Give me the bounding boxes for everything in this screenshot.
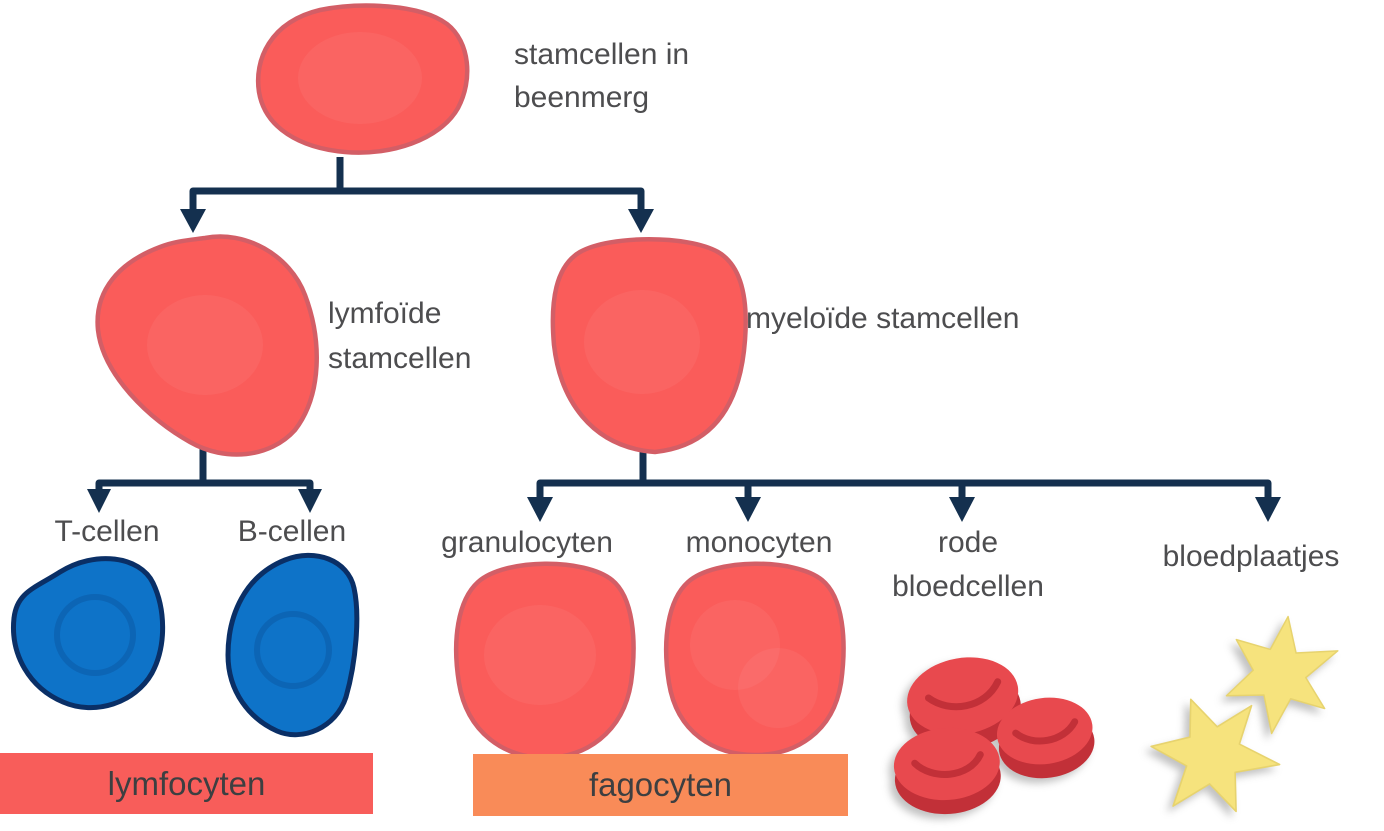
- b-cells-label: B-cellen: [237, 515, 347, 548]
- b-cell-nucleus: [254, 611, 332, 689]
- monocyte-blob: [663, 561, 846, 758]
- arrowhead-to-myeloid: [628, 209, 654, 233]
- arrow-branch-stem: [180, 157, 654, 233]
- phagocytes-banner-label: fagocyten: [588, 766, 733, 803]
- red-blood-cells-icon: [893, 657, 1095, 815]
- monocytes-label: monocyten: [685, 526, 833, 559]
- phagocytes-banner: fagocyten: [473, 754, 848, 816]
- rbc-dimple: [924, 678, 1002, 711]
- stem-cell-nucleus: [298, 32, 422, 124]
- stem-cell-blob: [255, 3, 470, 155]
- rbc-dimple: [911, 751, 984, 778]
- myeloid-stem-cells-label: myeloïde stamcellen: [746, 302, 1020, 335]
- arrowhead-to-rbc: [949, 497, 975, 522]
- rbc-disc-bottom-left: [893, 727, 1001, 815]
- lymphoid-nucleus: [147, 295, 263, 395]
- red-blood-cells-label: rode bloedcellen: [892, 526, 1044, 603]
- arrow-branch-lymphoid: [87, 449, 322, 513]
- stem-branch-line: [189, 187, 645, 213]
- myeloid-nucleus: [584, 290, 700, 394]
- t-cells-label: T-cellen: [54, 515, 160, 548]
- arrow-branch-myeloid: [527, 452, 1281, 522]
- lymphoid-stem-cells-label: lymfoïde stamcellen: [328, 297, 472, 375]
- myeloid-stem-cell-blob: [550, 237, 748, 455]
- granulocytes-label: granulocyten: [441, 526, 613, 559]
- blue-cell-blobs: [10, 552, 360, 738]
- rbc-disc-top-left: [907, 657, 1021, 750]
- arrowhead-to-b-cells: [298, 489, 322, 513]
- lymphocytes-banner-label: lymfocyten: [107, 764, 266, 802]
- arrowhead-to-platelets: [1255, 497, 1281, 522]
- rbc-disc-face: [996, 697, 1093, 765]
- monocyte-nucleus-lobe-1: [690, 600, 780, 690]
- arrowhead-to-monocytes: [735, 497, 761, 522]
- arrowhead-to-t-cells: [87, 489, 111, 513]
- granulocyte-nucleus: [484, 605, 596, 705]
- red-cell-blobs: [95, 3, 846, 761]
- rbc-disc-right: [996, 697, 1095, 779]
- monocyte-nucleus-lobe-2: [738, 648, 818, 728]
- lymphoid-branch-line: [95, 479, 314, 492]
- rbc-disc-face: [893, 727, 1000, 801]
- rbc-disc-face: [907, 657, 1019, 735]
- t-cell-nucleus: [54, 594, 136, 676]
- lymphocytes-banner: lymfocyten: [0, 753, 373, 814]
- platelet-star-bottom: [1150, 698, 1281, 813]
- t-cell-blob: [10, 556, 166, 711]
- lymphoid-stem-cell-blob: [95, 234, 319, 457]
- myeloid-branch-line: [536, 479, 1272, 499]
- b-cell-blob: [225, 552, 360, 738]
- arrowhead-to-granulocytes: [527, 497, 553, 522]
- platelet-star-top: [1225, 615, 1339, 735]
- stem-cells-label: stamcellen in beenmerg: [514, 38, 690, 114]
- arrowhead-to-lymphoid: [180, 209, 206, 233]
- platelets-icon: [1150, 615, 1339, 813]
- rbc-dimple: [1012, 718, 1079, 745]
- platelets-label: bloedplaatjes: [1162, 540, 1340, 573]
- granulocyte-blob: [453, 561, 636, 761]
